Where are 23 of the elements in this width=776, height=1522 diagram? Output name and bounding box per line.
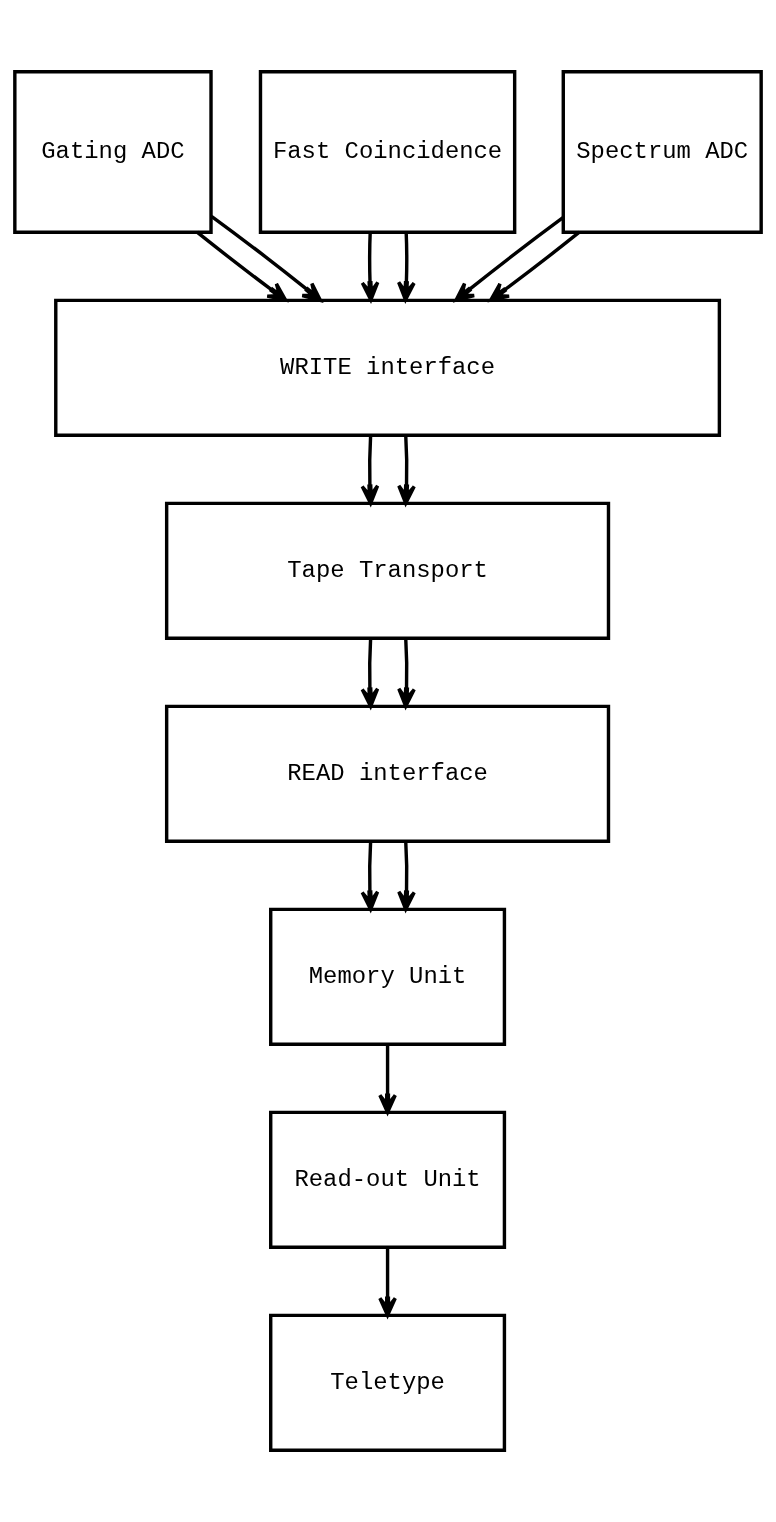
arrow [360,638,380,708]
arrow [489,230,581,302]
node-box: Teletype [269,1313,507,1452]
arrow [360,232,380,302]
node-box: Gating ADC [13,70,213,234]
arrow [210,214,323,302]
node-box: Fast Coincidence [258,70,517,234]
arrow [397,232,416,302]
node-box: Tape Transport [164,501,611,640]
arrow [378,1044,397,1114]
node-box: WRITE interface [54,298,722,437]
arrow [360,435,380,505]
arrow [397,435,416,505]
arrow [196,230,288,302]
arrow [378,1247,397,1317]
node-box: Memory Unit [269,907,507,1046]
node-box: Read-out Unit [269,1110,507,1249]
arrow [397,638,416,708]
node-box: READ interface [164,704,611,843]
arrow [397,841,416,911]
arrow [454,216,565,302]
node-box: Spectrum ADC [561,70,763,234]
arrow [360,841,380,911]
